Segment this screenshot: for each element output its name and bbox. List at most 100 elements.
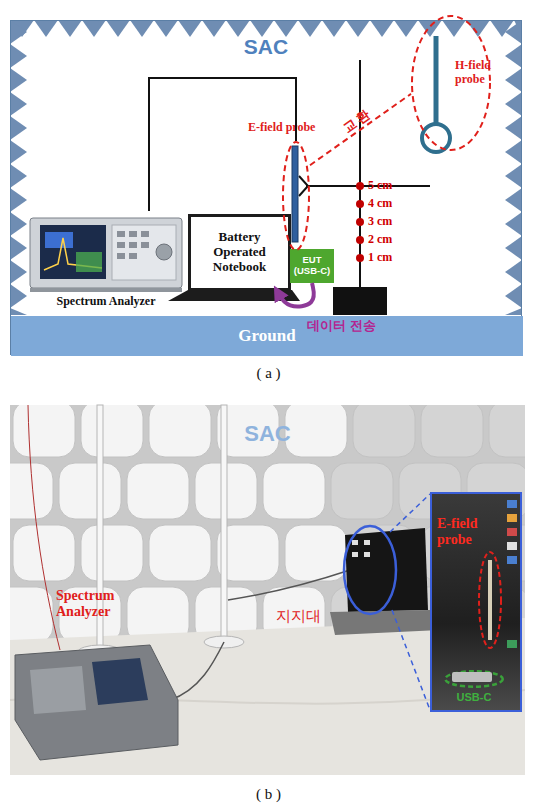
absorber-block xyxy=(331,463,393,519)
notebook-screen: Battery Operated Notebook xyxy=(188,214,291,291)
height-label: 1 cm xyxy=(368,251,392,265)
absorber-cone xyxy=(370,20,394,37)
absorber-cone xyxy=(418,20,442,37)
height-label: 4 cm xyxy=(368,197,392,211)
spectrum-analyzer-photo xyxy=(30,666,86,714)
panel-caption: ( b ) xyxy=(0,786,537,803)
chamber-title: SAC xyxy=(11,35,521,59)
probe-stand xyxy=(359,60,361,287)
laptop-photo xyxy=(345,528,428,612)
absorber-block xyxy=(353,405,415,457)
edge-label: 데이터 전송 xyxy=(307,319,376,334)
absorber-cone xyxy=(505,236,522,260)
height-marker xyxy=(356,236,364,244)
laptop-photo xyxy=(364,540,370,545)
laptop-photo xyxy=(330,528,440,635)
absorber-cone xyxy=(505,20,522,44)
height-marker xyxy=(356,182,364,262)
probe-label: E-field probe xyxy=(248,121,315,135)
e-field-probe-element xyxy=(292,146,298,242)
device-label: Battery Operated Notebook xyxy=(191,217,288,288)
probe-label: H-field probe xyxy=(455,59,499,87)
spectrum-analyzer-device xyxy=(129,253,137,259)
zoom-indicator xyxy=(344,494,430,710)
absorber-cone xyxy=(505,188,522,212)
dashed-ellipse xyxy=(283,142,309,250)
absorber-cone xyxy=(322,20,346,37)
chamber-title: SAC xyxy=(10,421,525,446)
absorber-cone xyxy=(505,44,522,68)
absorber-cone xyxy=(10,308,27,315)
connector-label: USB-C xyxy=(444,691,504,704)
ground-plane: Ground xyxy=(11,316,523,356)
desktop-icon xyxy=(507,528,517,536)
absorber-cone xyxy=(130,20,154,37)
h-field-probe-outline: H-field probe xyxy=(411,15,491,151)
absorber-block xyxy=(10,587,53,643)
absorber-block xyxy=(263,463,325,519)
antenna-pole xyxy=(221,405,227,640)
exchange-line xyxy=(310,94,411,165)
eut-box: EUT (USB-C) xyxy=(290,249,334,283)
absorber-cone xyxy=(274,20,298,37)
absorber-block xyxy=(149,405,211,457)
usb-c-outline: USB-C xyxy=(444,670,504,688)
laptop-photo xyxy=(352,540,358,545)
absorber-block xyxy=(59,463,121,519)
laptop-photo xyxy=(330,610,440,635)
absorber-cone xyxy=(10,284,27,308)
laptop-photo xyxy=(364,552,370,557)
desktop-icon xyxy=(507,640,517,648)
absorber-block xyxy=(285,405,347,457)
absorber-cone xyxy=(346,20,370,37)
cable xyxy=(228,570,350,600)
spectrum-analyzer-device xyxy=(117,253,125,259)
absorber-cone xyxy=(106,20,130,37)
eut-label: EUT (USB-C) xyxy=(290,249,334,283)
spectrum-analyzer-photo xyxy=(15,645,178,760)
absorber-cone xyxy=(505,140,522,164)
antenna-pole xyxy=(78,405,244,659)
height-label: 2 cm xyxy=(368,233,392,247)
zoom-indicator xyxy=(390,494,430,532)
absorber-cone xyxy=(178,20,202,37)
outline-shape xyxy=(444,670,537,747)
spectrum-analyzer-device xyxy=(30,218,182,292)
photo-callout: Spectrum Analyzer xyxy=(56,588,132,620)
absorber-cone xyxy=(505,68,522,92)
data-transfer-arrow xyxy=(277,283,314,306)
absorber-cone xyxy=(505,260,522,284)
absorber-cone xyxy=(34,20,58,37)
chamber-interior xyxy=(10,20,522,355)
height-marker xyxy=(356,218,364,226)
absorber-cone xyxy=(505,92,522,116)
absorber-cone xyxy=(10,164,27,188)
height-marker xyxy=(356,254,364,262)
desktop-icon xyxy=(507,514,517,522)
absorber-block xyxy=(59,587,121,643)
spectrum-analyzer-device xyxy=(141,242,149,248)
spectrum-analyzer-device xyxy=(112,225,176,280)
ground-label: Ground xyxy=(11,316,523,356)
absorber-cone xyxy=(442,20,466,37)
shielded-chamber: SAC Spectrum AnalyzerBattery Operated Not… xyxy=(10,20,522,355)
absorber-block xyxy=(421,405,483,457)
absorber-cone xyxy=(10,188,27,212)
absorber-cone xyxy=(10,212,27,236)
absorber-cone xyxy=(10,260,27,284)
absorber-block xyxy=(81,405,143,457)
absorber-cone xyxy=(10,236,27,260)
absorber-block xyxy=(13,405,75,457)
spectrum-analyzer-device xyxy=(141,231,149,237)
absorber-cone xyxy=(226,20,250,37)
desktop-icon xyxy=(507,500,517,648)
zoom-indicator xyxy=(392,610,430,710)
photo-callout: 지지대 xyxy=(276,607,321,624)
device-label: Spectrum Analyzer xyxy=(21,295,191,309)
absorber-cone xyxy=(10,20,27,44)
height-marker xyxy=(356,200,364,208)
absorber-block xyxy=(489,405,525,457)
panel-caption: ( a ) xyxy=(0,365,537,382)
photo-background xyxy=(10,405,525,775)
